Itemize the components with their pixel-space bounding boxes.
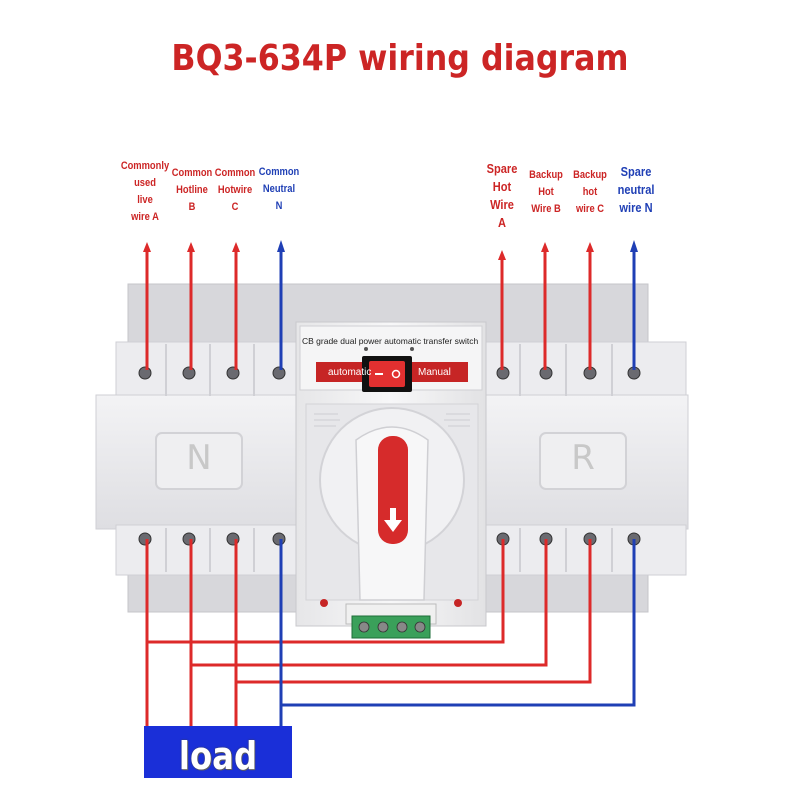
label-backup-hot-b: Backup Hot Wire B [529,169,563,215]
label-common-hotwire-c: Common Hotwire C [214,167,256,213]
switch-manual-label: Manual [418,367,451,378]
label-spare-neutral-n: Spare neutral wire N [617,164,655,215]
plate-n-frame [155,432,243,490]
plate-r-label: R [571,438,595,478]
control-connector [351,615,431,639]
outgoing-wires [145,539,636,730]
device-header-label: CB grade dual power automatic transfer s… [302,336,479,346]
switch-automatic-label: automatic [328,367,372,378]
plate-r-frame [539,432,627,490]
arrow-down-icon [384,508,402,532]
label-common-live-a: Commonly used live wire A [120,160,170,223]
incoming-wires [145,248,636,370]
label-common-neutral-n: Common Neutral N [258,166,300,212]
label-common-hotline-b: Common Hotline B [171,167,213,213]
plate-n-label: N [186,438,212,478]
terminal-dividers [165,344,613,572]
label-backup-hot-c: Backup hot wire C [573,169,607,215]
wire-tips [143,240,638,260]
rocker-switch [369,361,405,387]
load-label: load [178,734,258,778]
handle-red-insert [378,436,408,544]
label-spare-hot-a: Spare Hot Wire A [486,161,518,230]
load-box [144,726,292,778]
diagram-title: BQ3-634P wiring diagram [171,38,629,79]
